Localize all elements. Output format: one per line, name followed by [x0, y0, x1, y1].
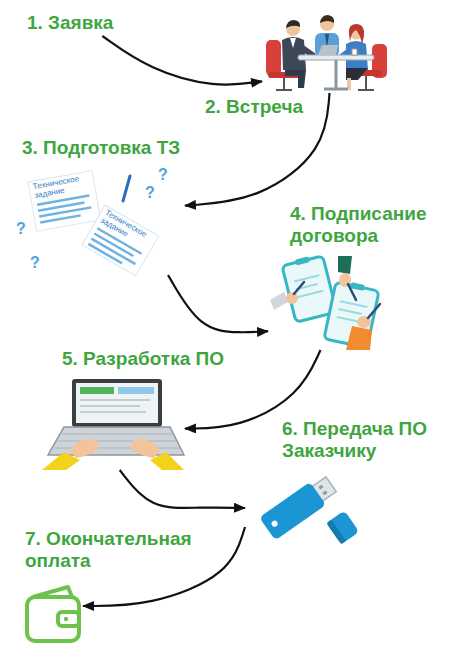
laptop-illustration [70, 439, 100, 458]
meeting-illustration [349, 24, 364, 44]
laptop-illustration [76, 383, 158, 423]
usb-illustration [259, 473, 359, 545]
flow-arrow [120, 470, 245, 508]
flow-arrow [168, 275, 268, 332]
usb-illustration [326, 510, 359, 544]
question-mark: ? [30, 254, 40, 272]
document-illustration [28, 171, 101, 232]
meeting-illustration [358, 89, 374, 91]
laptop-illustration [42, 452, 80, 470]
document-illustration [28, 171, 101, 232]
signing-illustration [270, 292, 288, 310]
meeting-illustration [266, 40, 281, 76]
question-mark: ? [158, 166, 168, 184]
signing-illustration [348, 284, 356, 300]
signing-illustration [294, 282, 304, 294]
laptop-illustration [54, 434, 180, 448]
usb-illustration [259, 482, 326, 540]
meeting-illustration [283, 78, 285, 90]
meeting-illustration [276, 89, 292, 91]
meeting-illustration [282, 37, 306, 70]
meeting-illustration [266, 15, 387, 90]
document-illustration [82, 205, 159, 276]
meeting-illustration [286, 20, 300, 28]
laptop-illustration [48, 427, 184, 455]
flow-arrow [185, 93, 330, 206]
laptop-illustration [80, 387, 114, 394]
usb-illustration [322, 490, 327, 495]
signing-illustration [338, 256, 352, 274]
step-label: 7. Окончательная оплата [25, 528, 205, 572]
signing-illustration [350, 282, 365, 291]
signing-illustration [286, 292, 298, 304]
step-node: 5. Разработка ПО [40, 378, 185, 470]
document-illustration [123, 176, 130, 201]
usb-illustration [270, 520, 278, 528]
signing-illustration [346, 326, 372, 350]
flow-arrow [102, 36, 262, 85]
wallet-icon [64, 617, 68, 621]
wallet-icon [58, 612, 79, 626]
question-mark: ? [16, 220, 26, 238]
meeting-illustration [318, 45, 338, 55]
step-label: 6. Передача ПО Заказчику [282, 418, 432, 462]
meeting-illustration [315, 33, 339, 57]
meeting-illustration [290, 38, 296, 48]
step-node: 4. Подписание договора [268, 256, 418, 350]
step-label: 2. Встреча [205, 96, 303, 118]
signing-illustration [295, 256, 310, 265]
step-label: 1. Заявка [27, 12, 113, 34]
usb-illustration [259, 473, 339, 541]
step-label: 5. Разработка ПО [62, 348, 224, 370]
signing-illustration [270, 253, 380, 350]
wallet-icon [27, 597, 79, 641]
laptop-illustration [130, 439, 160, 458]
document-illustration [37, 196, 92, 223]
meeting-illustration [365, 76, 367, 90]
meeting-illustration [298, 55, 374, 60]
meeting-illustration [285, 68, 306, 88]
usb-illustration [318, 485, 323, 490]
meeting-illustration [352, 49, 357, 55]
document-illustration [28, 171, 159, 276]
step-node: 7. Окончательная оплата [25, 585, 83, 645]
laptop-illustration [150, 452, 184, 470]
step-node: 6. Передача ПО Заказчику [245, 470, 357, 546]
usb-illustration [326, 510, 359, 544]
laptop-illustration [42, 379, 184, 470]
step-node: 1. Заявка [25, 10, 116, 36]
signing-illustration [368, 304, 380, 318]
meeting-illustration [335, 60, 338, 88]
step-node: 2. Встреча [262, 15, 397, 93]
signing-illustration [294, 275, 323, 297]
step-label: 4. Подписание договора [290, 203, 440, 247]
laptop-illustration [80, 400, 150, 412]
meeting-illustration [324, 88, 348, 91]
question-mark: ? [145, 184, 155, 202]
laptop-illustration [118, 387, 154, 394]
step-label: 3. Подготовка ТЗ [22, 137, 180, 159]
usb-illustration [326, 520, 346, 545]
wallet-icon [27, 587, 79, 641]
document-illustration [82, 205, 159, 276]
meeting-illustration [320, 15, 334, 23]
laptop-illustration [72, 379, 162, 427]
